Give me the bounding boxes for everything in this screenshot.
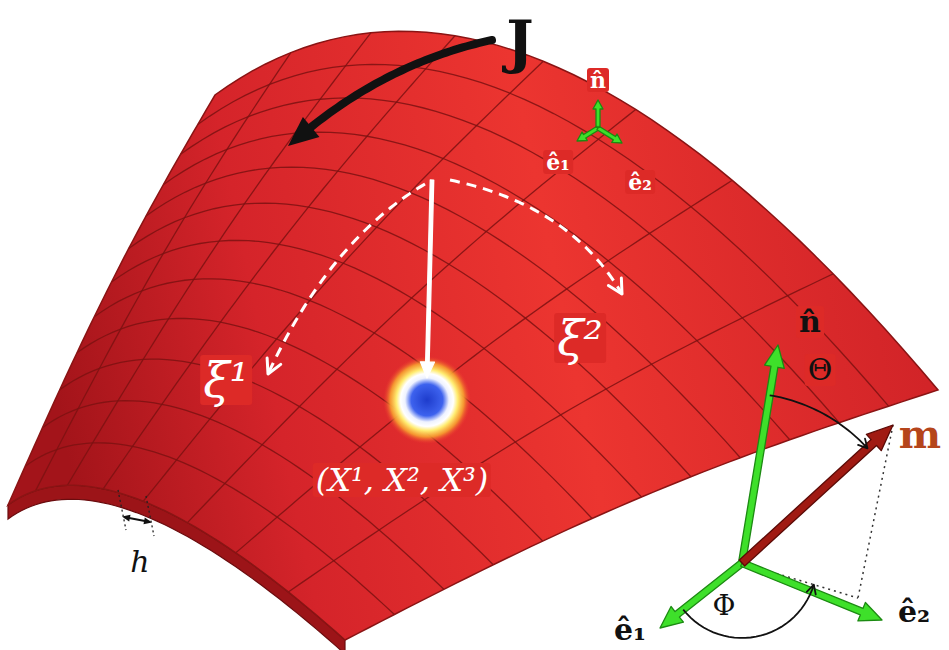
basis-vector bbox=[577, 126, 599, 141]
position-label: (X¹, X², X³) bbox=[313, 463, 491, 497]
thickness-arrowhead bbox=[143, 517, 152, 524]
grid-line bbox=[163, 132, 790, 440]
thickness-label: h bbox=[127, 546, 152, 578]
current-arrowhead bbox=[288, 117, 319, 146]
current-arrow bbox=[305, 40, 492, 132]
curved-shell bbox=[8, 31, 938, 640]
grid-line bbox=[236, 180, 733, 553]
basis-vector bbox=[597, 126, 622, 143]
basis-vector-label: ê₂ bbox=[895, 596, 933, 628]
grid-line bbox=[36, 53, 291, 491]
grid-line bbox=[112, 240, 642, 497]
grid-line bbox=[143, 61, 543, 501]
coordinate-label: ξ¹ bbox=[200, 355, 252, 405]
grid-line bbox=[129, 203, 691, 477]
normal-vector-label: n̂ bbox=[796, 306, 824, 338]
grid-line bbox=[288, 274, 833, 592]
thickness-arrowhead bbox=[122, 515, 131, 522]
normal-vector bbox=[593, 100, 603, 128]
azimuth-angle-arc bbox=[683, 585, 814, 638]
polar-angle-arc bbox=[770, 395, 868, 448]
basis-vector bbox=[660, 560, 744, 628]
grid-line bbox=[146, 167, 740, 458]
current-label: J bbox=[503, 12, 536, 72]
basis-vector-label: ê₁ bbox=[543, 150, 573, 174]
coordinate-label: ξ² bbox=[554, 313, 606, 363]
grid-line bbox=[77, 318, 543, 541]
grid-line bbox=[198, 64, 889, 406]
grid-line bbox=[94, 279, 592, 519]
angle-label: Φ bbox=[710, 591, 739, 621]
grid-line bbox=[187, 109, 635, 522]
thickness-guide bbox=[118, 490, 126, 530]
angle-arrowhead bbox=[807, 585, 816, 595]
coordinate-arrowhead bbox=[608, 278, 622, 294]
shell-edge bbox=[8, 31, 938, 640]
basis-vector-label: ê₁ bbox=[611, 614, 649, 646]
coordinate-arrow bbox=[268, 184, 425, 374]
angle-label: Θ bbox=[805, 354, 836, 386]
grid-line bbox=[67, 33, 371, 486]
normal-vector-label: n̂ bbox=[587, 68, 609, 92]
coordinate-arrowhead bbox=[267, 358, 281, 374]
thickness-guide bbox=[146, 496, 154, 536]
magnetization-vector bbox=[739, 425, 893, 566]
coordinate-grid bbox=[25, 33, 888, 615]
magnetization-label: m bbox=[896, 413, 944, 455]
basis-vector-label: ê₂ bbox=[625, 170, 655, 194]
angle-arrowhead bbox=[858, 439, 867, 449]
position-arrow bbox=[420, 180, 434, 378]
grid-line bbox=[181, 98, 840, 423]
coordinate-arrow bbox=[450, 180, 622, 294]
